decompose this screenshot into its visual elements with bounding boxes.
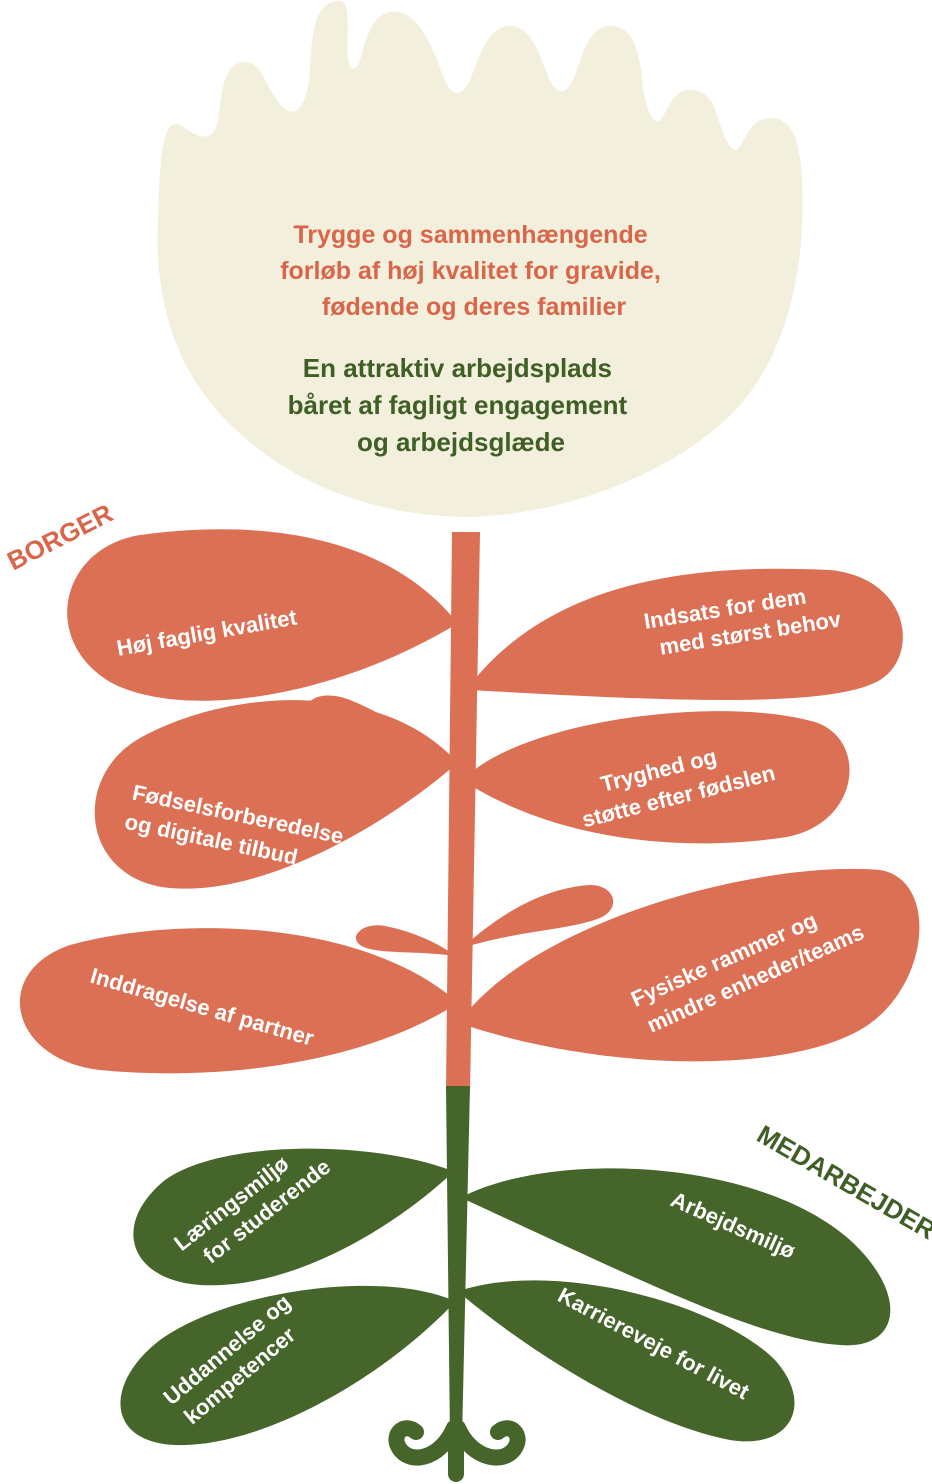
leaf-citizen-1 (67, 529, 456, 701)
stem-lower (446, 1086, 470, 1440)
citizen-goal-line-1: Trygge og sammenhængende (293, 221, 647, 249)
leaf-citizen-4 (468, 711, 850, 844)
staff-goal-line-2: båret af fagligt engagement (288, 390, 628, 420)
curl-leaf-1 (307, 695, 455, 770)
stem-upper (446, 532, 480, 1092)
staff-goal-line-1: En attraktiv arbejdsplads (303, 353, 612, 383)
leaf-staff-1 (133, 1148, 450, 1286)
leaf-citizen-5 (19, 928, 455, 1074)
citizen-goal-text: Trygge og sammenhængende forløb af høj k… (280, 221, 668, 321)
staff-goal-text: En attraktiv arbejdsplads båret af fagli… (288, 353, 635, 457)
root-right (450, 1420, 526, 1466)
leaf-staff-4 (462, 1280, 795, 1442)
root-left (388, 1420, 462, 1466)
staff-goal-line-3: og arbejdsglæde (357, 427, 565, 457)
leaf-staff-3 (120, 1285, 452, 1446)
leaf-staff-2 (466, 1168, 891, 1346)
curl-leaf-3 (356, 925, 455, 956)
leaf-citizen-2 (470, 568, 903, 700)
citizen-goal-line-2: forløb af høj kvalitet for gravide, (280, 257, 661, 285)
curl-leaf-2 (462, 885, 614, 948)
citizen-goal-line-3: fødende og deres familier (322, 293, 627, 321)
flower-head (157, 1, 803, 517)
leaf-citizen-3 (94, 700, 455, 889)
leaf-citizen-6 (465, 868, 920, 1062)
